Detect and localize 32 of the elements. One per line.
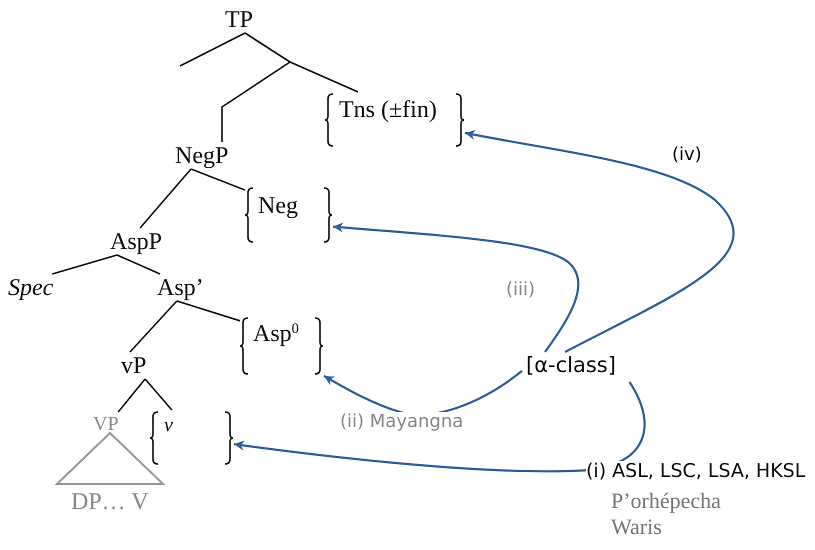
syntax-label: TP — [225, 8, 254, 32]
syntax-label: [α-class] — [526, 355, 616, 376]
syntax-label: Neg — [258, 194, 298, 218]
syntax-label: Asp$^{0}$ — [253, 322, 299, 346]
language-name: P’orhépecha — [611, 489, 721, 514]
tree-branch — [52, 254, 118, 275]
tree-branch — [144, 378, 172, 411]
syntax-label: Spec — [8, 276, 54, 300]
arrow — [464, 130, 734, 353]
tree-branch — [139, 168, 192, 229]
tree-branch — [180, 32, 246, 67]
syntax-label: Tns (±fin) — [339, 98, 437, 122]
tree-branch — [244, 32, 358, 93]
arrow — [332, 222, 580, 353]
syntax-label: NegP — [175, 144, 228, 168]
language-name: Waris — [611, 515, 662, 540]
edge-label: (iii) — [506, 280, 536, 300]
tree-branch — [129, 300, 178, 353]
syntax-label: vP — [121, 354, 146, 378]
tree-branch — [190, 168, 246, 191]
edge-label: (iv) — [672, 145, 702, 165]
syntax-label: v — [164, 415, 173, 435]
syntax-label: DP… V — [71, 490, 149, 514]
syntax-label: AspP — [110, 230, 162, 254]
tree-branch — [116, 254, 160, 275]
arrow — [234, 381, 646, 472]
tree-branch — [176, 300, 240, 322]
edge-label: (ii) Mayangna — [340, 412, 464, 432]
syntax-label: Asp’ — [157, 276, 204, 300]
tree-branch — [118, 378, 146, 412]
edge-label: (i) ASL, LSC, LSA, HKSL — [586, 461, 806, 482]
syntax-label: VP — [93, 414, 119, 434]
